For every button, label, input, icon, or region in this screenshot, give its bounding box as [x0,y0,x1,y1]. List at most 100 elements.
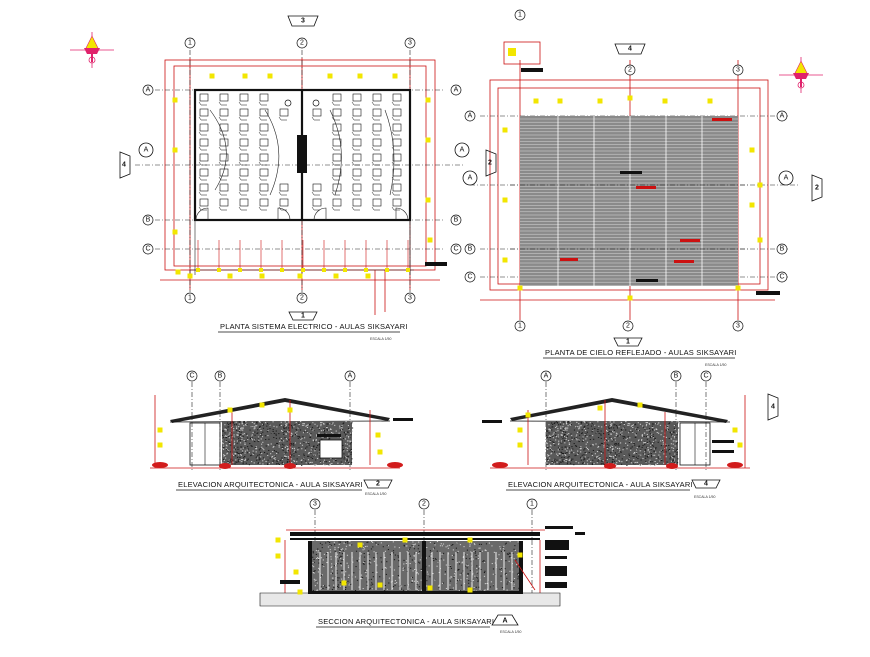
svg-text:3: 3 [408,295,412,302]
desk [371,138,382,151]
section-mark-top: 3 [287,15,319,27]
desk [198,183,209,196]
svg-text:B: B [218,373,223,380]
desk [351,168,362,181]
desk [238,183,249,196]
svg-text:1: 1 [626,339,630,346]
desk [258,108,269,121]
desk [258,168,269,181]
svg-text:2: 2 [300,40,304,47]
porch-piers [196,240,410,272]
svg-text:2: 2 [300,295,304,302]
desk [371,183,382,196]
svg-text:C: C [703,373,708,380]
svg-text:2: 2 [376,481,380,488]
drawing-bubble-1: 1 [288,311,318,321]
desk [238,168,249,181]
desk [311,183,322,196]
plan-ceiling-title: PLANTA DE CIELO REFLEJADO - AULAS SIKSAY… [545,348,737,357]
svg-text:C: C [189,373,194,380]
desk [238,93,249,106]
section-mark-right: A [454,142,470,158]
desk [198,198,209,211]
drawing-bubble-2: 2 [363,479,393,489]
svg-text:2: 2 [815,185,819,192]
svg-text:A: A [502,618,507,625]
svg-text:ESCALA 1/50: ESCALA 1/50 [500,630,521,634]
desk [371,198,382,211]
svg-text:1: 1 [518,12,522,19]
desk [331,138,342,151]
desk [278,108,289,121]
svg-text:A: A [468,113,473,120]
svg-text:B: B [146,217,151,224]
desk [351,93,362,106]
svg-text:ESCALA 1/50: ESCALA 1/50 [694,495,715,499]
section-mark-right-ceiling: A 2 [778,170,823,202]
svg-text:3: 3 [301,18,305,25]
level-markers [157,73,743,595]
svg-text:3: 3 [736,67,740,74]
wall-texture [546,421,680,466]
svg-text:C: C [145,246,150,253]
svg-text:2: 2 [628,67,632,74]
svg-text:2: 2 [626,323,630,330]
elevation-right: A B C 4 ELEVACION ARQUITECTONICA - AULA … [482,370,779,499]
svg-text:3: 3 [736,323,740,330]
desk [218,108,229,121]
svg-text:4: 4 [122,162,126,169]
svg-text:2: 2 [422,501,426,508]
desk [198,108,209,121]
svg-text:4: 4 [704,481,708,488]
svg-text:2: 2 [488,160,492,167]
classroom-desks [198,93,402,211]
desk [238,198,249,211]
section-mark-far-right: 4 [767,393,779,421]
svg-text:1: 1 [301,313,305,320]
desk [238,153,249,166]
desk [331,183,342,196]
svg-text:A: A [144,147,149,154]
desk [351,153,362,166]
elevation-right-title: ELEVACION ARQUITECTONICA - AULA SIKSAYAR… [508,480,693,489]
svg-text:1: 1 [530,501,534,508]
desk [218,153,229,166]
section-mark-left-ceiling: 2 A [462,149,497,186]
electrical-plan: 3 1 2 3 1 2 3 A B C A B C 4 [119,15,470,341]
desk [351,198,362,211]
desk [198,138,209,151]
desk [218,138,229,151]
svg-text:4: 4 [771,404,775,411]
desk [351,183,362,196]
svg-text:A: A [348,373,353,380]
svg-text:C: C [453,246,458,253]
desk [331,108,342,121]
svg-text:4: 4 [628,46,632,53]
desk [331,123,342,136]
svg-text:3: 3 [408,40,412,47]
desk [198,123,209,136]
svg-text:A: A [460,147,465,154]
svg-text:3: 3 [313,501,317,508]
desk [258,198,269,211]
plan-electrical-title: PLANTA SISTEMA ELECTRICO - AULAS SIKSAYA… [220,322,408,331]
desk [258,183,269,196]
svg-text:ESCALA 1/50: ESCALA 1/50 [705,363,726,367]
section-mark-top-ceiling: 4 [614,43,646,55]
desk [371,168,382,181]
section-bubble-A: A [491,614,519,626]
desk [371,123,382,136]
svg-text:ESCALA 1/50: ESCALA 1/50 [365,492,386,496]
desk [391,108,402,121]
ceiling-markers [502,95,763,301]
desk [371,93,382,106]
svg-text:A: A [544,373,549,380]
section-title: SECCION ARQUITECTONICA - AULA SIKSAYARI [318,617,494,626]
svg-text:C: C [467,274,472,281]
drawing-bubble-ceiling: 1 [613,337,643,347]
svg-text:A: A [146,87,151,94]
desk [218,198,229,211]
desk [198,168,209,181]
desk [258,93,269,106]
desk [351,138,362,151]
